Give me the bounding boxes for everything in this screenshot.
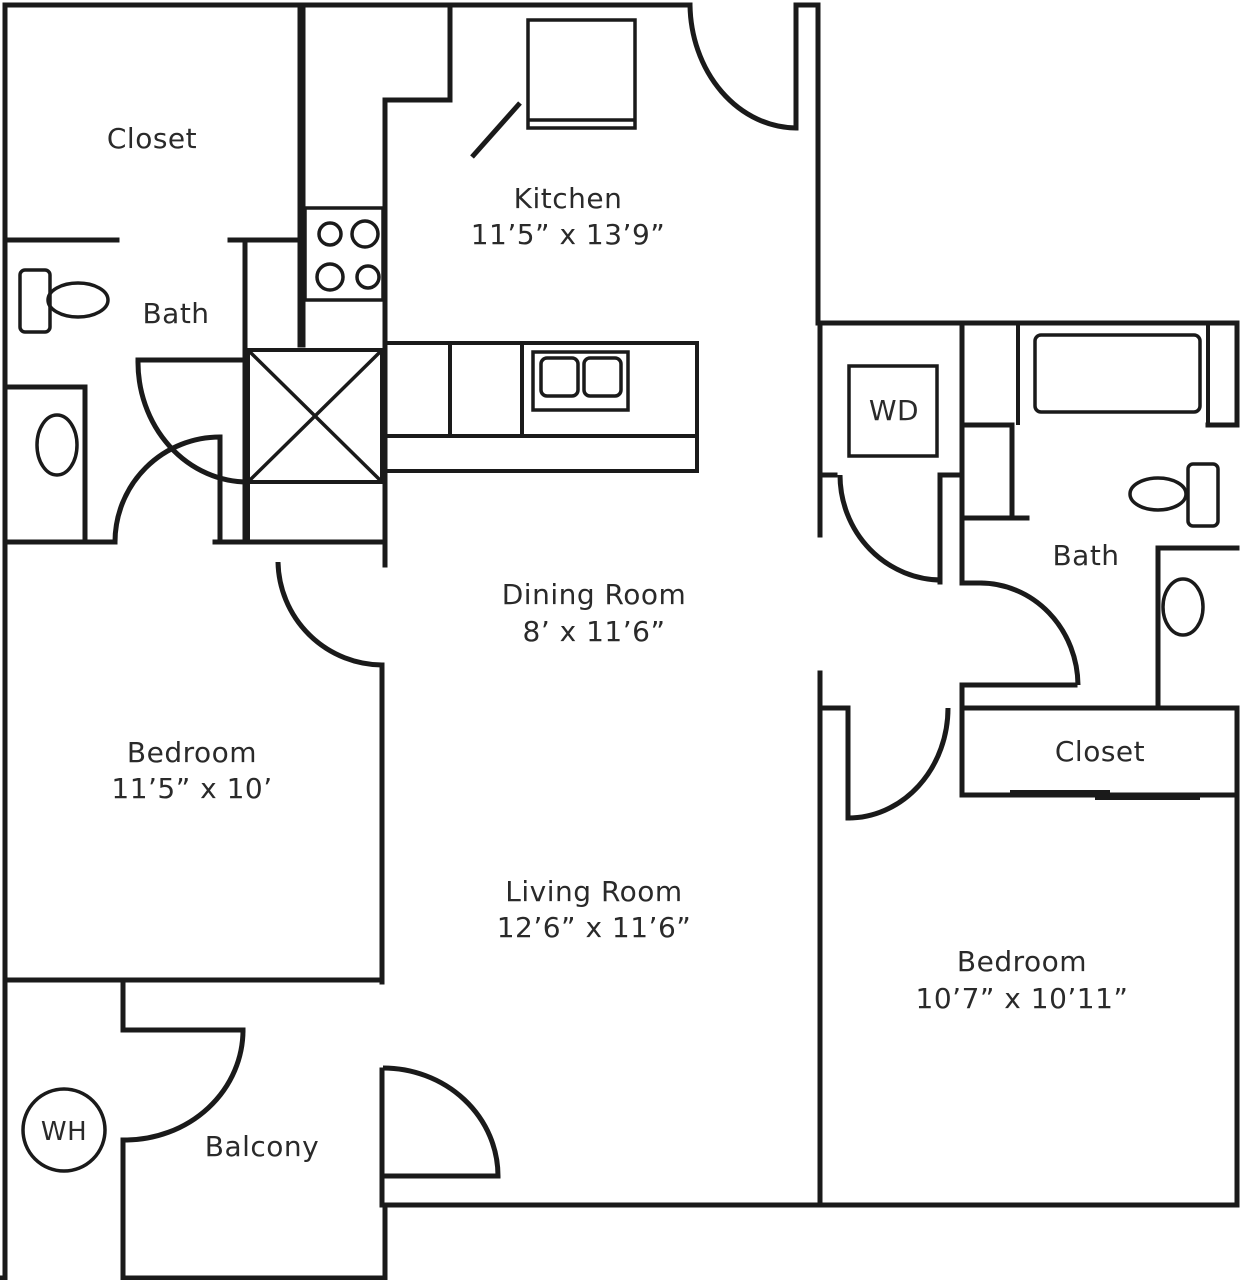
bath-west-label: Bath — [142, 297, 209, 330]
interior-walls — [2, 2, 1240, 1208]
door-bath-west — [135, 359, 249, 485]
refrigerator-icon — [526, 18, 637, 130]
washer-dryer-icon — [847, 364, 939, 458]
closet-east-label: Closet — [1055, 735, 1145, 768]
bath-east-label: Bath — [1052, 539, 1119, 572]
door-bedroom-east — [847, 707, 951, 821]
bathtub-icon — [1033, 333, 1202, 414]
toilet-east-icon — [1128, 462, 1220, 528]
dining-label: Dining Room — [502, 578, 687, 611]
sink-icon — [531, 350, 630, 412]
toilet-icon — [18, 268, 110, 334]
door-bath-east — [979, 580, 1081, 686]
dining-size: 8’ x 11’6” — [523, 615, 666, 648]
door-laundry — [837, 474, 943, 583]
door-front — [687, 4, 799, 131]
washer-dryer-label: WD — [869, 394, 919, 427]
water-heater-icon — [21, 1087, 107, 1173]
fixtures — [18, 18, 1220, 1173]
balcony-label: Balcony — [205, 1130, 320, 1163]
living-size: 12’6” x 11’6” — [497, 911, 692, 944]
sink-east-icon — [1161, 577, 1205, 637]
door-closet-west — [112, 434, 223, 543]
living-label: Living Room — [505, 875, 682, 908]
kitchen-label: Kitchen — [514, 182, 623, 215]
door-wh-closet — [124, 1029, 246, 1143]
bedroom-east-label: Bedroom — [957, 945, 1087, 978]
door-balcony — [382, 1065, 501, 1179]
room-labels: Closet Bath Kitchen 11’5” x 13’9” WD Bat… — [41, 122, 1145, 1163]
closet-nw-label: Closet — [107, 122, 197, 155]
bedroom-east-size: 10’7” x 10’11” — [916, 982, 1129, 1015]
bedroom-west-label: Bedroom — [127, 736, 257, 769]
water-heater-label: WH — [41, 1117, 87, 1147]
kitchen-size: 11’5” x 13’9” — [471, 218, 666, 251]
kitchen-counter — [383, 341, 699, 473]
bedroom-west-size: 11’5” x 10’ — [111, 772, 272, 805]
door-bedroom-west — [275, 561, 384, 668]
stove-icon — [303, 206, 385, 302]
sink-west-icon — [35, 413, 79, 477]
doors — [112, 4, 1081, 1179]
